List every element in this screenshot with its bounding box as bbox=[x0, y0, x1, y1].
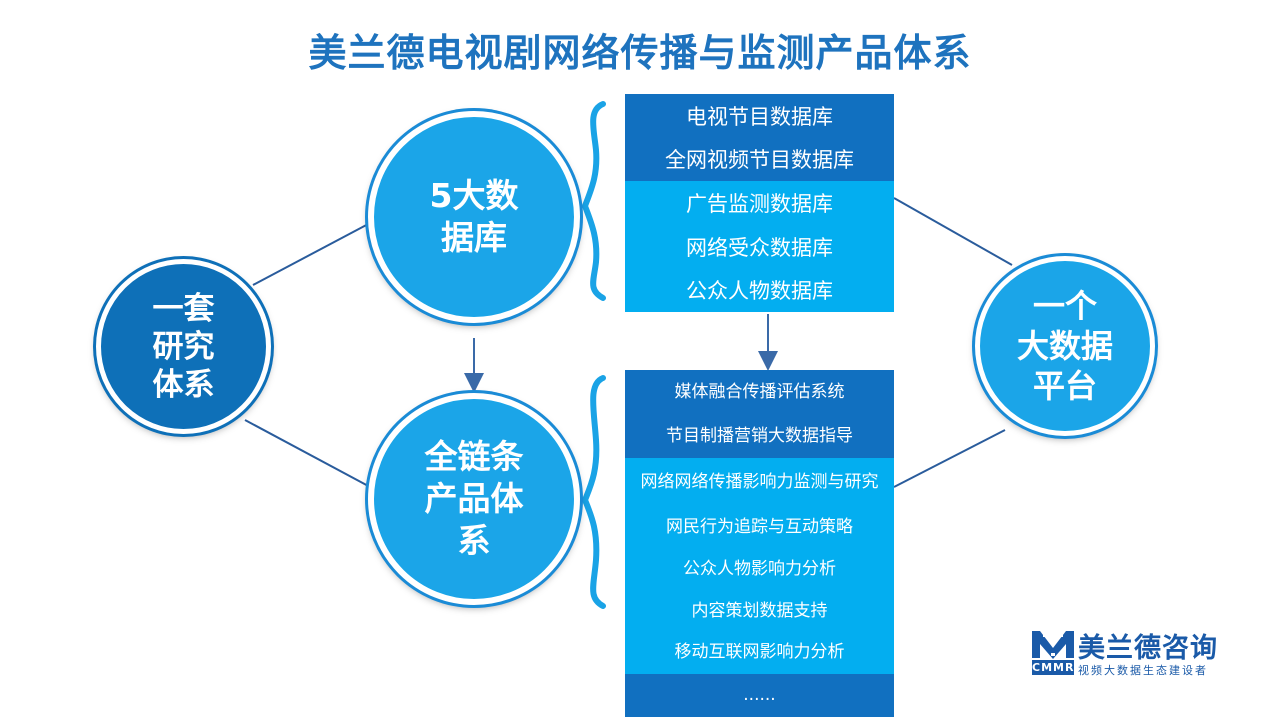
product-item: 媒体融合传播评估系统 bbox=[625, 370, 894, 414]
logo-tagline: 视频大数据生态建设者 bbox=[1078, 664, 1208, 677]
page-title: 美兰德电视剧网络传播与监测产品体系 bbox=[308, 31, 972, 75]
product-item: 内容策划数据支持 bbox=[625, 591, 894, 631]
database-item: 电视节目数据库 bbox=[625, 94, 894, 138]
product-chain-label: 全链条 产品体 系 bbox=[424, 437, 524, 560]
product-item: 网民行为追踪与互动策略 bbox=[625, 506, 894, 548]
line-left-to-database bbox=[252, 221, 373, 286]
big-data-platform-label: 一个 大数据 平台 bbox=[1016, 287, 1113, 405]
research-system-circle: 一套 研究 体系 bbox=[96, 259, 271, 434]
database-circle: 5大数 据库 bbox=[368, 111, 580, 323]
database-item: 全网视频节目数据库 bbox=[625, 137, 894, 182]
brace-databases bbox=[581, 101, 606, 301]
logo-name: 美兰德咨询 bbox=[1078, 633, 1218, 664]
cmmr-logo: CMMR 美兰德咨询 视频大数据生态建设者 bbox=[1030, 628, 1240, 678]
line-prodbox-to-platform bbox=[893, 429, 1006, 488]
big-data-platform-circle: 一个 大数据 平台 bbox=[975, 256, 1155, 436]
product-item: 公众人物影响力分析 bbox=[625, 548, 894, 591]
line-dbbox-to-platform bbox=[893, 197, 1013, 266]
product-item: 网络网络传播影响力监测与研究 bbox=[625, 458, 894, 506]
research-system-label: 一套 研究 体系 bbox=[152, 290, 215, 403]
line-left-to-chain bbox=[244, 419, 373, 489]
database-item: 广告监测数据库 bbox=[625, 181, 894, 225]
database-circle-label: 5大数 据库 bbox=[429, 176, 519, 257]
m-logo-icon bbox=[1032, 631, 1074, 659]
product-chain-circle: 全链条 产品体 系 bbox=[368, 393, 580, 605]
logo-abbreviation: CMMR bbox=[1032, 660, 1075, 675]
database-item: 网络受众数据库 bbox=[625, 224, 894, 269]
product-list: 媒体融合传播评估系统 节目制播营销大数据指导 网络网络传播影响力监测与研究 网民… bbox=[625, 370, 894, 717]
product-item: ...... bbox=[625, 674, 894, 717]
product-item: 节目制播营销大数据指导 bbox=[625, 414, 894, 458]
product-item: 移动互联网影响力分析 bbox=[625, 631, 894, 674]
brace-products bbox=[581, 375, 606, 609]
database-item: 公众人物数据库 bbox=[625, 268, 894, 312]
database-list: 电视节目数据库 全网视频节目数据库 广告监测数据库 网络受众数据库 公众人物数据… bbox=[625, 94, 894, 312]
